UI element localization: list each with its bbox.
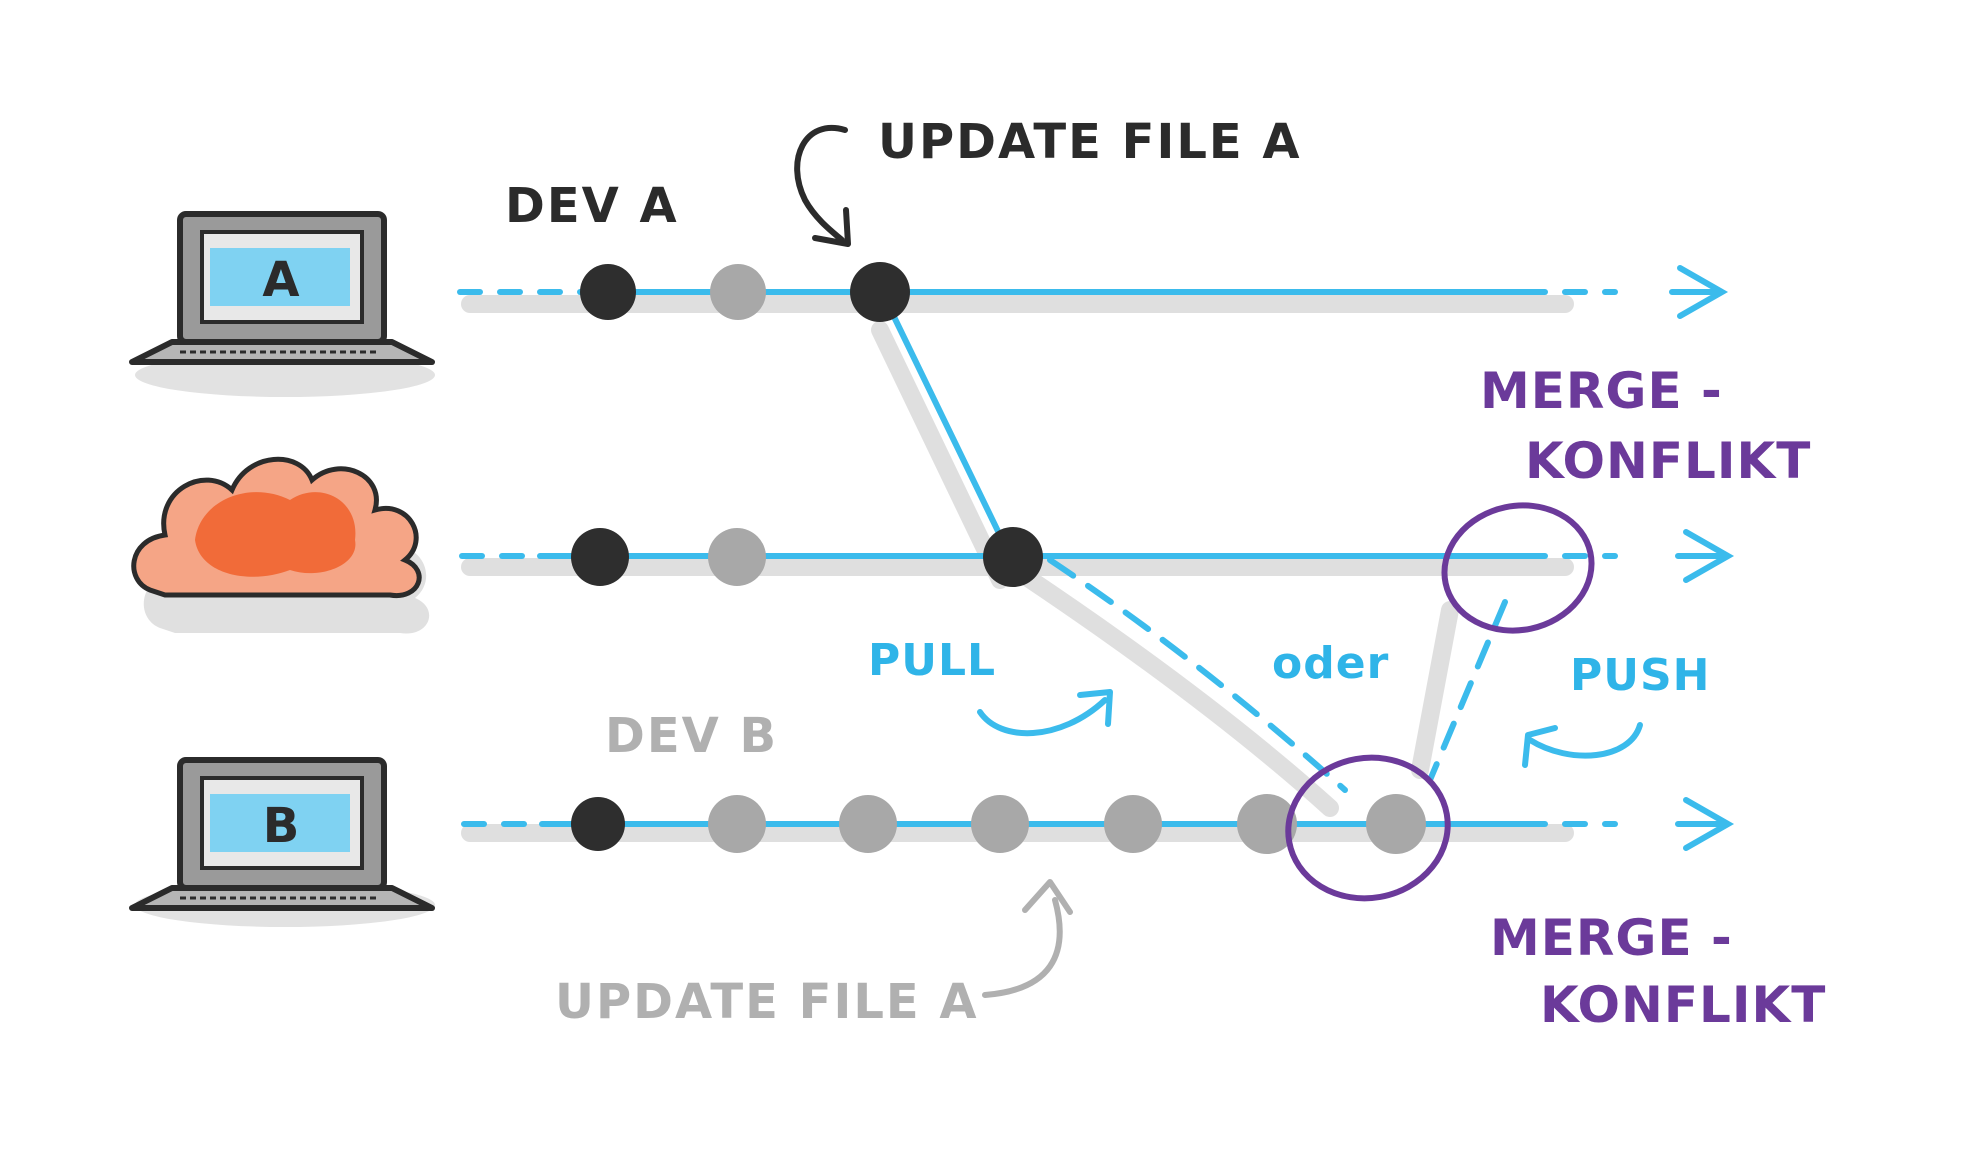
commits-dev-a [580,262,910,322]
cloud-icon [131,456,430,634]
commit-node [839,795,897,853]
update-arrow-bottom [982,897,1063,998]
push-line-b-to-remote [1427,599,1508,783]
arrow-icon [1669,265,1729,319]
commit-node [708,528,766,586]
laptop-a: A [129,211,435,397]
commit-node [983,527,1043,587]
commit-node [571,528,629,586]
commit-node [971,795,1029,853]
connectors [879,289,1508,793]
pull-line-remote-to-b [1047,557,1348,793]
commit-node [571,797,625,851]
commit-node [1104,795,1162,853]
pull-arrow-head [1077,689,1113,727]
commit-node [850,262,910,322]
commits-dev-b [571,794,1426,854]
push-line-a-to-remote [879,289,1013,559]
commit-node [710,264,766,320]
laptop-b-letter: B [263,798,302,854]
arrow-icon [1675,529,1735,583]
commit-node [708,795,766,853]
pull-label: PULL [868,635,996,686]
dev-a-label: DEV A [505,178,679,234]
pull-arrow [977,697,1108,737]
conflict-circle-dev-b [1285,754,1451,902]
merge-conflict-top-line2: KONFLIKT [1525,432,1811,490]
update-file-label-top: UPDATE FILE A [878,114,1302,170]
push-label: PUSH [1570,650,1711,701]
commit-node [1237,794,1297,854]
merge-conflict-bottom-line2: KONFLIKT [1540,976,1826,1034]
commits-remote [571,527,1043,587]
commit-node [1366,794,1426,854]
laptop-icon [129,211,435,397]
laptop-b: B [129,757,435,927]
laptop-icon [129,757,435,927]
update-arrow-top-head [812,207,851,247]
merge-conflict-bottom-line1: MERGE - [1490,909,1733,967]
arrow-icon [1675,797,1735,851]
laptop-a-letter: A [262,252,301,308]
update-arrow-top [794,125,848,243]
push-arrow-head [1522,725,1558,768]
update-file-label-bottom: UPDATE FILE A [555,974,979,1030]
merge-conflict-top-line1: MERGE - [1480,362,1723,420]
update-arrow-bottom-head [1022,879,1073,915]
push-arrow [1527,722,1643,759]
oder-label: oder [1272,638,1389,689]
dev-b-label: DEV B [605,708,778,764]
commit-node [580,264,636,320]
conflict-circle-remote [1441,502,1595,634]
